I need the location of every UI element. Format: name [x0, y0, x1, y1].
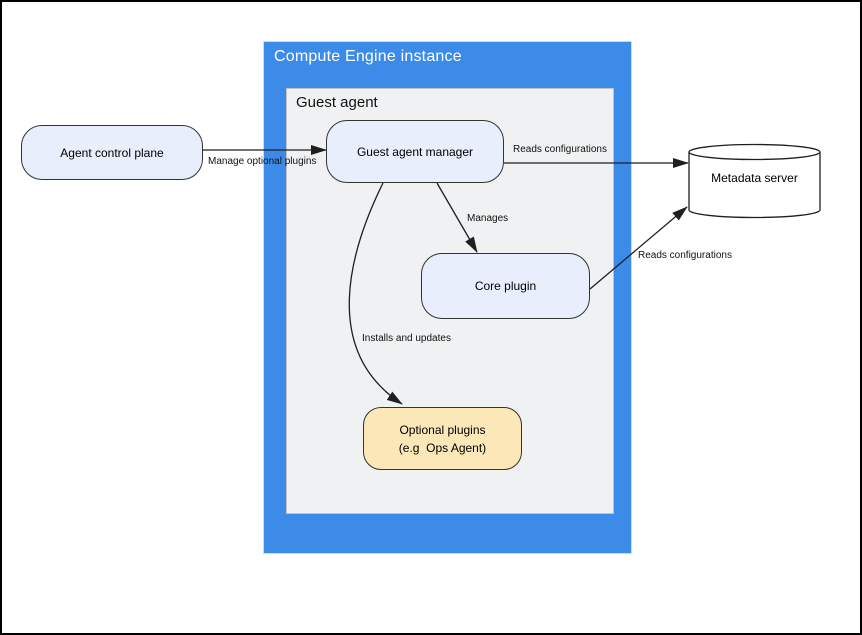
node-agent-control-plane: Agent control plane	[21, 125, 203, 180]
node-guest-agent-manager: Guest agent manager	[326, 120, 504, 183]
node-guest-agent-manager-label: Guest agent manager	[356, 144, 474, 159]
node-metadata-server-label: Metadata server	[711, 171, 798, 185]
node-optional-plugins-label-line2: (e.g Ops Agent)	[398, 440, 487, 455]
node-core-plugin-label: Core plugin	[474, 279, 537, 293]
edge-label-manages: Manages	[467, 213, 509, 224]
edge-label-reads-configurations-core: Reads configurations	[638, 250, 732, 261]
edge-label-installs-and-updates: Installs and updates	[362, 333, 451, 344]
compute-engine-instance-title: Compute Engine instance	[274, 48, 462, 65]
edge-label-manage-optional-plugins: Manage optional plugins	[208, 156, 317, 167]
guest-agent-title: Guest agent	[296, 94, 378, 111]
node-core-plugin: Core plugin	[421, 253, 590, 319]
node-agent-control-plane-label: Agent control plane	[60, 145, 164, 160]
edge-label-reads-configurations-manager: Reads configurations	[513, 144, 607, 155]
node-optional-plugins: Optional plugins (e.g Ops Agent)	[363, 407, 522, 470]
node-optional-plugins-label-line1: Optional plugins	[399, 422, 486, 437]
cylinder-top	[688, 143, 821, 161]
